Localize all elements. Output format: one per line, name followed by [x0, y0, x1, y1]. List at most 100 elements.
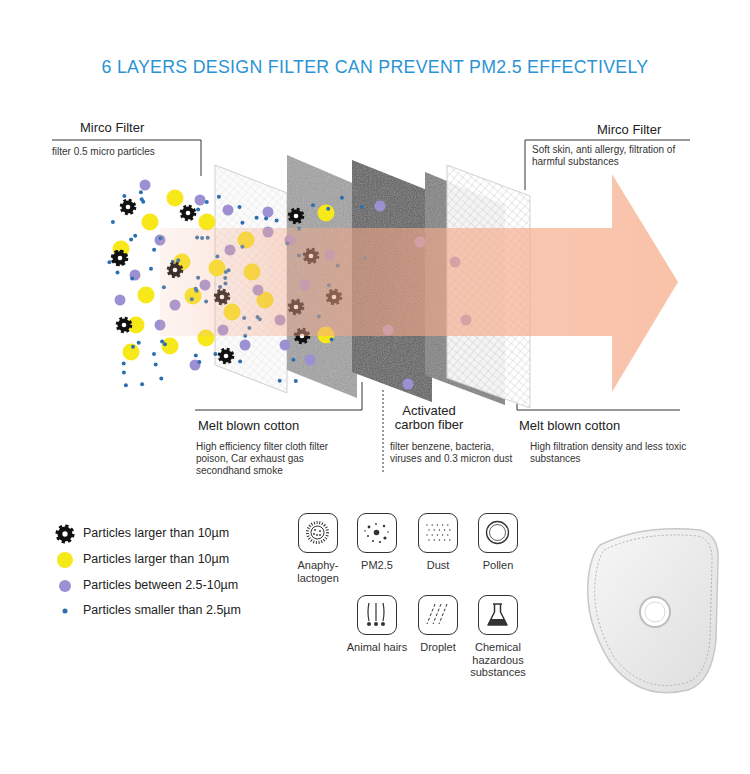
icon-label: Animal hairs — [344, 641, 410, 654]
small-particle — [238, 360, 242, 364]
pollen-icon — [479, 514, 516, 551]
layer-name: Activated carbon fiber — [388, 404, 470, 432]
small-particle — [326, 207, 330, 211]
airflow-arrow — [160, 174, 678, 392]
medium-particle — [195, 195, 206, 206]
gear-hole — [118, 256, 123, 261]
icon-dot — [444, 529, 445, 530]
coarse-particle — [122, 201, 135, 214]
medium-particle — [190, 360, 201, 371]
icon-hair — [368, 603, 369, 621]
icon-hair — [375, 603, 376, 621]
valve-hole-inner — [645, 602, 665, 622]
icon-dot — [449, 529, 450, 530]
icon-core — [311, 526, 324, 539]
small-particle — [340, 196, 344, 200]
icon-drop — [427, 604, 435, 624]
legend-swatch — [63, 609, 68, 614]
leader-line — [517, 404, 680, 410]
small-particle — [311, 203, 315, 207]
gear-body — [58, 527, 73, 542]
hair-icon — [358, 596, 395, 633]
small-particle — [152, 248, 156, 252]
drop-icon — [419, 596, 456, 633]
icon-ring — [487, 522, 509, 544]
large-particle — [138, 287, 155, 304]
large-particle — [162, 338, 179, 355]
icon-dot — [442, 524, 443, 525]
icon-ring — [490, 525, 506, 541]
icon-dot — [319, 534, 321, 536]
medium-particle — [140, 180, 151, 191]
small-particle — [213, 352, 217, 356]
icon-dot — [383, 525, 385, 527]
icon-dot — [379, 541, 381, 543]
icon-dot — [426, 534, 427, 535]
hazard-icon: Animal hairs — [357, 595, 397, 635]
small-particle — [360, 205, 364, 209]
icon-dot — [313, 533, 315, 535]
icon-dot — [449, 539, 450, 540]
coarse-particle — [220, 350, 233, 363]
medium-particle — [240, 340, 251, 351]
small-particle — [196, 208, 200, 212]
large-particle — [318, 205, 335, 222]
gear-body — [122, 201, 135, 214]
filter-stitching — [595, 535, 712, 686]
large-particle — [123, 344, 140, 361]
hazard-icon: Chemical hazardous substances — [478, 595, 518, 635]
title: 6 LAYERS DESIGN FILTER CAN PREVENT PM2.5… — [0, 57, 750, 78]
small-particle — [238, 205, 242, 209]
small-particle — [291, 358, 295, 362]
icon-root — [367, 622, 371, 626]
icon-dot — [374, 530, 380, 536]
layer-note: High filtration density and less toxic s… — [530, 441, 702, 465]
filter-pad — [588, 529, 719, 693]
legend-text: Particles between 2.5-10µm — [83, 578, 238, 593]
gear-hole — [122, 323, 127, 328]
large-particle — [142, 214, 159, 231]
leader-line — [52, 140, 201, 176]
icon-dot — [428, 529, 429, 530]
layer-note: Soft skin, anti allergy, filtration of h… — [532, 144, 697, 168]
legend-text: Particles larger than 10µm — [83, 526, 229, 541]
small-particle — [140, 197, 144, 201]
icon-dot — [316, 534, 318, 536]
icon-label: Anaphy- lactogen — [285, 559, 351, 584]
icon-dot — [447, 534, 448, 535]
small-particle — [194, 354, 198, 358]
coarse-particle — [290, 210, 303, 223]
icon-label: Chemical hazardous substances — [465, 641, 531, 679]
coarse-particle — [58, 527, 73, 542]
small-particle — [130, 277, 134, 281]
layer-note: High efficiency filter cloth filter pois… — [196, 441, 361, 477]
layer-name: Mirco Filter — [80, 120, 144, 136]
small-particle — [122, 194, 126, 198]
small-particle — [330, 338, 334, 342]
layer-name: Melt blown cotton — [519, 418, 620, 434]
hazard-icon: PM2.5 — [357, 513, 397, 553]
small-particle — [197, 360, 201, 364]
icon-dot — [434, 539, 435, 540]
icon-dot — [447, 524, 448, 525]
icon-dot — [314, 529, 316, 531]
legend-text: Particles larger than 10µm — [83, 552, 229, 567]
coarse-particle — [118, 319, 131, 332]
gear-hole — [126, 205, 131, 210]
small-particle — [240, 221, 244, 225]
layer-name: Melt blown cotton — [198, 418, 299, 434]
large-particle — [167, 190, 184, 207]
layer-note: filter 0.5 micro particles — [52, 146, 155, 158]
small-particle — [131, 345, 135, 349]
icon-label: Droplet — [405, 641, 471, 654]
icon-hair — [383, 603, 384, 621]
medium-particle — [115, 295, 126, 306]
icon-dot — [426, 524, 427, 525]
icon-dot — [439, 529, 440, 530]
icon-dot — [437, 534, 438, 535]
large-particle — [199, 214, 216, 231]
icon-dot — [442, 534, 443, 535]
icon-dot — [432, 534, 433, 535]
icon-dot — [428, 539, 429, 540]
